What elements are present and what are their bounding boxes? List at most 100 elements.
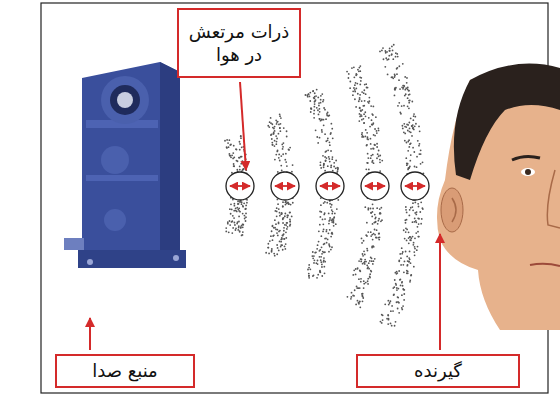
wave-dot [382,319,384,321]
wave-dot [225,231,227,233]
wave-dot [412,221,414,223]
wave-dot [407,272,409,274]
wave-dot [403,289,405,291]
wave-dot [400,257,402,259]
wave-dot [388,319,390,321]
wave-dot [330,150,332,152]
wave-dot [412,119,414,121]
label-text: ذرات مرتعش در هوا [185,20,293,67]
wave-dot [239,143,241,145]
vibration-arrow [365,185,385,187]
wave-dot [348,77,350,79]
wave-dot [420,163,422,165]
wave-dot [312,90,314,92]
wave-dot [319,224,321,226]
wave-dot [367,209,369,211]
wave-dot [320,204,322,206]
wave-dot [285,231,287,233]
wave-dot [324,109,326,111]
wave-dot [374,229,376,231]
wave-dot [401,307,403,309]
wave-dot [318,102,320,104]
wave-dot [374,258,376,260]
wave-dot [282,217,284,219]
wave-dot [278,230,280,232]
wave-dot [242,231,244,233]
wave-dot [409,99,411,101]
wave-dot [227,221,229,223]
wave-dot [329,161,331,163]
wave-dot [285,243,287,245]
wave-dot [312,275,314,277]
wave-dot [390,310,392,312]
wave-dot [334,213,336,215]
wave-dot [332,137,334,139]
wave-dot [241,146,243,148]
wave-dot [373,260,375,262]
wave-dot [414,218,416,220]
wave-dot [359,113,361,115]
wave-dot [229,224,231,226]
wave-dot [313,113,315,115]
wave-dot [373,222,375,224]
wave-dot [368,168,370,170]
wave-dot [417,246,419,248]
wave-dot [397,308,399,310]
wave-dot [418,145,420,147]
wave-dot [270,134,272,136]
wave-dot [356,74,358,76]
wave-dot [349,87,351,89]
wave-dot [395,56,397,58]
wave-dot [367,250,369,252]
wave-dot [414,248,416,250]
wave-dot [245,208,247,210]
wave-dot [308,277,310,279]
wave-dot [409,143,411,145]
wave-dot [292,202,294,204]
wave-dot [396,67,398,69]
wave-dot [390,300,392,302]
wave-dot [327,137,329,139]
wave-dot [357,267,359,269]
wave-dot [322,155,324,157]
wave-dot [364,111,366,113]
wave-dot [319,111,321,113]
wave-dot [418,223,420,225]
wave-dot [323,163,325,165]
wave-dot [359,270,361,272]
wave-dot [370,138,372,140]
wave-dot [311,108,313,110]
wave-dot [331,213,333,215]
wave-dot [414,212,416,214]
wave-dot [401,309,403,311]
wave-dot [241,235,243,237]
wave-dot [371,216,373,218]
wave-dot [422,208,424,210]
wave-dot [275,119,277,121]
wave-dot [351,292,353,294]
wave-dot [408,100,410,102]
wave-dot [357,69,359,71]
wave-dot [273,234,275,236]
wave-dot [239,231,241,233]
wave-dot [320,102,322,104]
wave-dot [373,148,375,150]
wave-dot [276,253,278,255]
wave-dot [403,271,405,273]
wave-dot [366,144,368,146]
wave-dot [283,233,285,235]
wave-dot [271,134,273,136]
wave-dot [363,283,365,285]
wave-dot [315,99,317,101]
wave-dot [379,208,381,210]
wave-dot [384,66,386,68]
wave-dot [323,243,325,245]
wave-dot [239,149,241,151]
wave-dot [314,96,316,98]
wave-dot [315,129,317,131]
wave-dot [389,50,391,52]
wave-dot [327,149,329,151]
wave-dot [400,284,402,286]
wave-dot [271,230,273,232]
wave-dot [289,147,291,149]
